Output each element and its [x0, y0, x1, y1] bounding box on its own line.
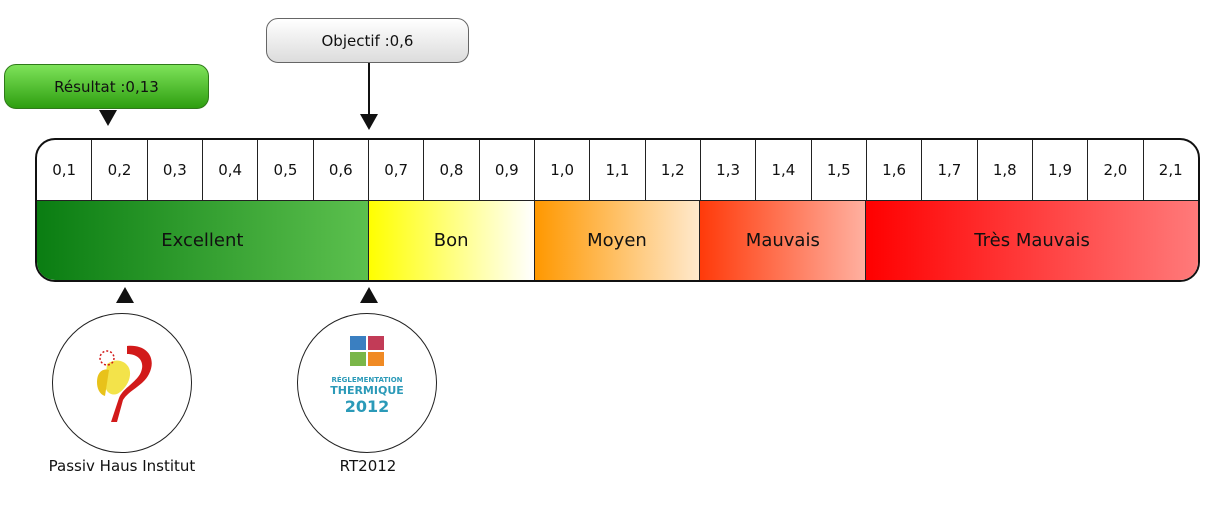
scale-tick: 2,0	[1088, 140, 1144, 200]
rt2012-caption: RT2012	[339, 457, 397, 475]
scale-tick: 1,0	[535, 140, 591, 200]
band-bon: Bon	[368, 201, 535, 280]
scale-tick: 1,9	[1033, 140, 1089, 200]
scale-tick: 1,1	[590, 140, 646, 200]
result-label: Résultat :0,13	[54, 77, 159, 96]
objective-callout: Objectif :0,6	[266, 18, 469, 63]
scale-tick: 0,6	[314, 140, 369, 200]
scale-tick: 2,1	[1158, 161, 1183, 179]
result-callout: Résultat :0,13	[4, 64, 209, 109]
scale-tick: 0,8	[424, 140, 480, 200]
scale-tick: 0,4	[203, 140, 259, 200]
band-mauvais: Mauvais	[700, 201, 867, 280]
scale-tick: 1,5	[812, 140, 867, 200]
rt2012-marker-arrow	[360, 287, 378, 303]
scale-tick: 0,2	[92, 140, 148, 200]
scale-tick: 0,7	[369, 140, 425, 200]
passivhaus-logo	[52, 313, 192, 453]
band-tres-mauvais: Très Mauvais	[866, 201, 1198, 280]
objective-label: Objectif :0,6	[321, 31, 414, 50]
passivhaus-caption: Passiv Haus Institut	[48, 457, 196, 475]
scale-tick: 1,6	[867, 140, 923, 200]
rt2012-line2: THERMIQUE	[330, 384, 404, 397]
scale-tick: 1,8	[978, 140, 1033, 200]
scale-tick: 0,9	[480, 140, 535, 200]
scale-tick: 1,7	[922, 140, 978, 200]
scale-tick: 0,3	[148, 140, 203, 200]
scale-tick: 1,2	[646, 140, 701, 200]
result-pointer-arrow	[99, 110, 117, 126]
rt2012-logo: RÉGLEMENTATION THERMIQUE 2012	[297, 313, 437, 453]
objective-pointer-arrow	[360, 114, 378, 130]
band-excellent: Excellent	[37, 201, 369, 280]
passivhaus-icon	[97, 345, 152, 422]
band-moyen: Moyen	[534, 201, 701, 280]
rt2012-line3: 2012	[345, 397, 390, 416]
objective-pointer-line	[368, 63, 370, 118]
passivhaus-marker-arrow	[116, 287, 134, 303]
scale-tick: 0,5	[258, 140, 314, 200]
scale-tick: 1,4	[756, 140, 812, 200]
scale-tick: 1,3	[701, 140, 757, 200]
scale-tick: 0,1	[37, 140, 93, 200]
rt2012-icon: RÉGLEMENTATION THERMIQUE 2012	[330, 336, 404, 416]
rt2012-line1: RÉGLEMENTATION	[331, 375, 402, 384]
